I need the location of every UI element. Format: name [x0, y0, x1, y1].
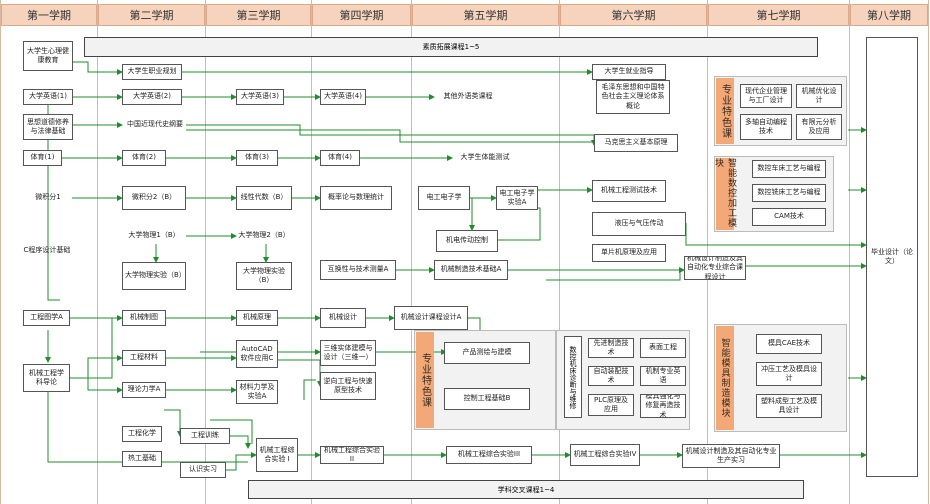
course-english-2: 大学英语(2) — [122, 89, 182, 105]
semester-header-1: 第一学期 — [1, 4, 97, 26]
semester-header-4: 第四学期 — [312, 4, 411, 26]
course-mao-theory: 毛泽东思想和中国特色社会主义理论体系概论 — [596, 80, 670, 114]
course-product-mapping: 产品测绘与建模 — [444, 342, 530, 364]
course-physics-2: 大学物理2（B） — [238, 231, 290, 240]
semester-column-6 — [559, 0, 707, 504]
course-eng-training: 工程训练 — [180, 428, 230, 444]
semester-header-8: 第八学期 — [850, 4, 928, 26]
course-calculus-1: 微积分1 — [35, 193, 61, 202]
course-comprehensive-design: 机械设计制造及其自动化专业综合课程设计 — [684, 256, 746, 280]
course-surface-engineering: 表面工程 — [640, 338, 686, 358]
course-c-programming: C程序设计基础 — [23, 246, 71, 255]
course-electrotech-lab: 电工电子学实验A — [496, 186, 538, 210]
course-multi-axis-programming: 多轴自动编程技术 — [740, 114, 792, 140]
course-morality-law: 思想道德修养与法律基础 — [23, 114, 73, 140]
course-eng-chemistry: 工程化学 — [122, 426, 162, 442]
course-reverse-engineering: 逆向工程与快速原型技术 — [320, 372, 376, 400]
course-design-project: 机械设计课程设计A — [394, 306, 468, 330]
course-mfg-english: 机制专业英语 — [640, 366, 686, 386]
course-cnc-diagnosis: 数控机床诊断与维修 — [564, 336, 582, 418]
course-physics-1: 大学物理1（B） — [128, 231, 180, 240]
semester-column-5 — [411, 0, 559, 504]
course-career-planning: 大学生职业规划 — [122, 64, 182, 80]
course-comprehensive-lab-4: 机械工程综合实验IV — [570, 444, 640, 466]
mold-module-label: 智能模具制造模块 — [716, 326, 734, 430]
course-control-engineering: 控制工程基础B — [444, 388, 530, 410]
course-thermal-basics: 热工基础 — [122, 451, 162, 467]
course-plastic-molding: 塑料成型工艺及模具设计 — [756, 394, 822, 418]
course-linear-algebra: 线性代数（B） — [236, 186, 292, 210]
course-cognitive-practice: 认识实习 — [180, 462, 226, 478]
course-hydraulics: 液压与气压传动 — [592, 212, 686, 236]
course-pe-4: 体育(4) — [320, 150, 360, 166]
course-mold-cae: 模具CAE技术 — [756, 334, 822, 354]
course-drive-control: 机电传动控制 — [436, 230, 498, 252]
course-probability: 概率论与数理统计 — [320, 186, 392, 210]
course-pe-3: 体育(3) — [236, 150, 278, 166]
semester-header-7: 第七学期 — [708, 4, 849, 26]
semester-column-2 — [97, 0, 205, 504]
semester-header-3: 第三学期 — [206, 4, 311, 26]
course-cam: CAM技术 — [752, 208, 826, 226]
course-tolerance-measurement: 互换性与技术测量A — [320, 260, 396, 280]
course-stamping: 冲压工艺及模具设计 — [756, 362, 822, 386]
specialty-label-center: 专业特色课 — [416, 332, 434, 428]
course-employment-guidance: 大学生就业指导 — [592, 64, 666, 80]
course-comprehensive-lab-1: 机械工程综合实验 I — [256, 438, 298, 472]
course-mold-repair: 模具强化与修复再造技术 — [640, 394, 686, 418]
course-theoretical-mechanics: 理论力学A — [122, 382, 166, 398]
course-plc: PLC原理及应用 — [588, 394, 634, 416]
semester-header-6: 第六学期 — [560, 4, 707, 26]
semester-column-1 — [0, 0, 97, 504]
course-physics-lab-2: 大学物理实验（B） — [236, 262, 292, 290]
interdisciplinary-band: 学科交叉课程1~4 — [248, 480, 804, 499]
course-marxism: 马克思主义基本原理 — [594, 134, 678, 152]
course-eng-materials: 工程材料 — [122, 350, 166, 366]
course-cnc-lathe: 数控车床工艺与编程 — [752, 160, 826, 178]
course-finite-element: 有限元分析及应用 — [796, 114, 842, 140]
quality-expansion-band: 素质拓展课程1~5 — [84, 37, 818, 57]
semester-column-7 — [707, 0, 849, 504]
course-mech-principles: 机械原理 — [236, 310, 278, 326]
course-psych: 大学生心理健康教育 — [23, 41, 73, 71]
course-calculus-2: 微积分2（B） — [122, 186, 186, 210]
course-measurement: 机械工程测试技术 — [592, 180, 666, 202]
course-english-4: 大学英语(4) — [320, 89, 366, 105]
semester-header-5: 第五学期 — [412, 4, 559, 26]
course-pe-1: 体育(1) — [23, 150, 62, 166]
specialty-label-top: 专业特色课 — [716, 78, 734, 144]
course-manufacturing-basics: 机械制造技术基础A — [434, 260, 508, 280]
course-modern-history: 中国近现代史纲要 — [127, 120, 183, 129]
course-auto-assembly: 自动装配技术 — [588, 366, 634, 386]
course-mech-drawing: 机械制图 — [122, 310, 166, 326]
course-production-internship: 机械设计制造及其自动化专业生产实习 — [682, 444, 780, 468]
course-other-languages: 其他外语类课程 — [443, 92, 493, 101]
course-comprehensive-lab-3: 机械工程综合实验III — [446, 446, 532, 464]
course-physics-lab-1: 大学物理实验（B） — [122, 262, 186, 290]
course-english-1: 大学英语(1) — [23, 89, 73, 105]
course-autocad: AutoCAD软件应用C — [236, 340, 278, 368]
cnc-module-label: 智能数控加工模块 — [713, 158, 736, 230]
course-comprehensive-lab-2: 机械工程综合实验 II — [320, 446, 384, 464]
course-english-3: 大学英语(3) — [236, 89, 284, 105]
course-drawing-a: 工程图学A — [23, 310, 70, 326]
course-mech-optimization: 机械优化设计 — [796, 84, 842, 108]
course-advanced-manufacturing: 先进制造技术 — [588, 338, 634, 358]
semester-header-2: 第二学期 — [98, 4, 205, 26]
course-enterprise-management: 现代企业管理与工厂设计 — [740, 84, 792, 108]
semester-column-8 — [849, 0, 929, 504]
course-3d-modeling: 三维实体建模与设计（三维一） — [320, 340, 376, 366]
course-graduation-thesis: 毕业设计（论文） — [866, 37, 918, 477]
course-material-mechanics: 材料力学及实验A — [236, 380, 278, 404]
semester-column-4 — [311, 0, 411, 504]
course-cnc-milling: 数控铣床工艺与编程 — [752, 184, 826, 202]
course-intro: 机械工程学科导论 — [23, 364, 70, 392]
course-mcu: 单片机原理及应用 — [592, 244, 666, 262]
course-mech-design: 机械设计 — [320, 308, 366, 328]
semester-column-3 — [205, 0, 311, 504]
course-fitness-test: 大学生体能测试 — [460, 153, 510, 162]
course-electrotech: 电工电子学 — [418, 186, 470, 210]
course-pe-2: 体育(2) — [122, 150, 166, 166]
